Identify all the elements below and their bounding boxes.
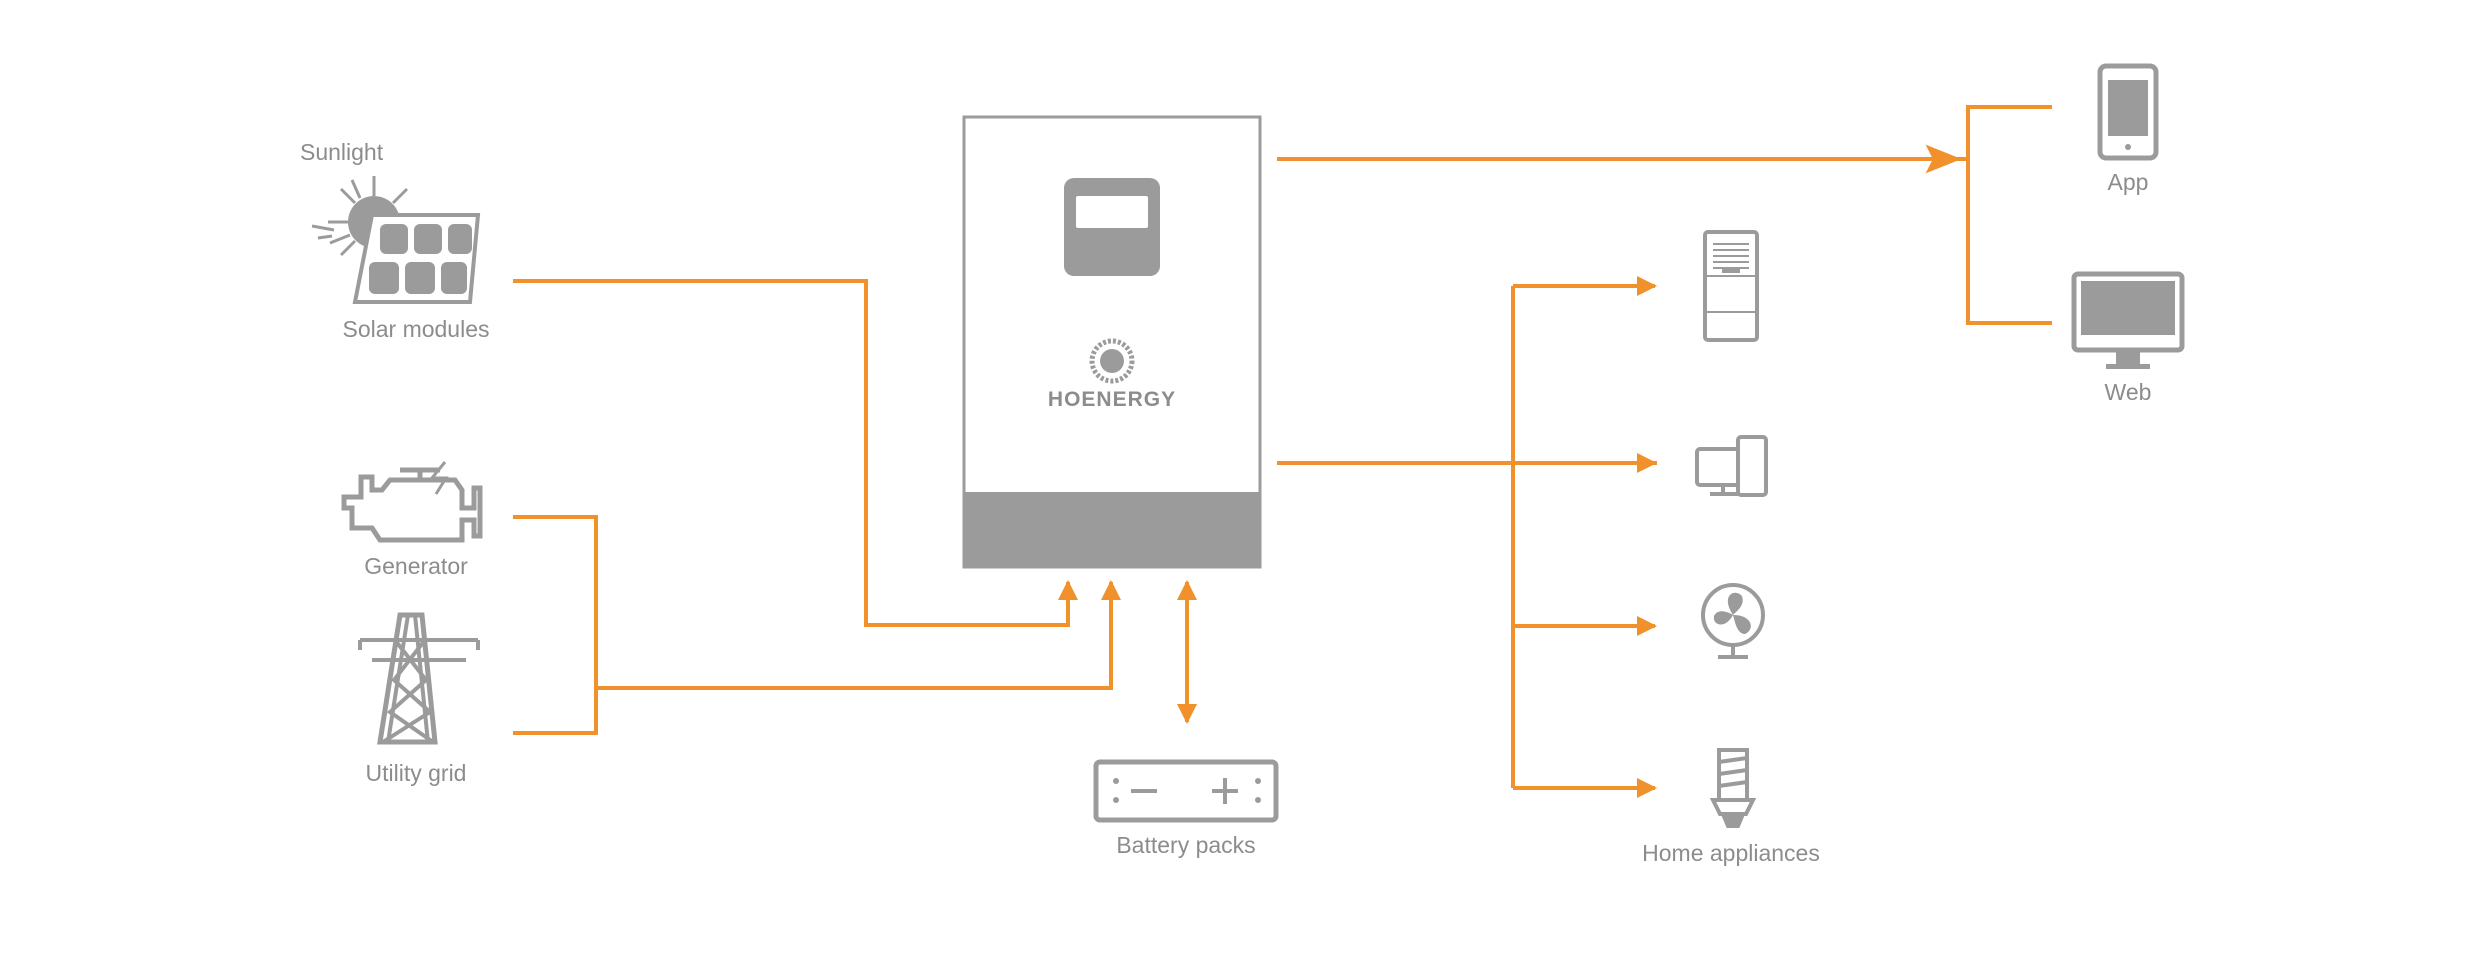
generator-icon (341, 461, 483, 543)
utility-grid-icon (358, 612, 480, 745)
battery-icon (1093, 759, 1279, 823)
web-label: Web (2105, 379, 2152, 405)
inverter-brand: HOENERGY (1048, 388, 1176, 411)
lcd-screen-icon (1064, 178, 1160, 276)
monitor-icon (2071, 271, 2185, 369)
fan-icon (1701, 583, 1765, 659)
air-conditioner-icon (1703, 230, 1759, 342)
monitoring-bracket (1958, 105, 2052, 325)
grid-flow-line (513, 688, 598, 735)
computer-icon (1695, 435, 1768, 497)
ac-input-flow-line (596, 580, 1121, 690)
light-bulb-icon (1709, 748, 1757, 828)
app-label: App (2108, 169, 2149, 195)
inverter-icon: HOENERGY (962, 115, 1262, 569)
solar-panel-icon (352, 213, 481, 304)
smartphone-icon (2097, 63, 2159, 161)
utility-grid-label: Utility grid (366, 760, 467, 786)
home-appliances-label: Home appliances (1642, 840, 1820, 866)
battery-packs-label: Battery packs (1116, 832, 1255, 858)
generator-flow-line (513, 515, 598, 688)
brand-logo-icon (1089, 338, 1135, 384)
solar-modules-label: Solar modules (342, 316, 489, 342)
solar-flow-line (513, 279, 1078, 627)
sunlight-label: Sunlight (300, 139, 384, 165)
generator-label: Generator (364, 553, 468, 579)
